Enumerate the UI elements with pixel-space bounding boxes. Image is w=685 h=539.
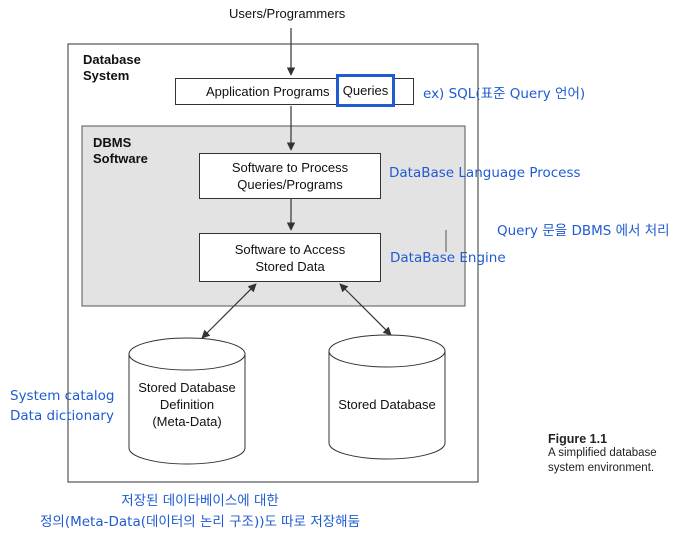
database-system-label: Database System xyxy=(83,52,141,83)
queries-highlight-box: Queries xyxy=(336,74,395,107)
catalog-note: System catalog Data dictionary xyxy=(10,388,115,424)
meta-note: 저장된 데이타베이스에 대한 정의(Meta-Data(데이터의 논리 구조))… xyxy=(40,493,360,530)
process-queries-box: Software to Process Queries/Programs xyxy=(199,153,381,199)
figure-caption: Figure 1.1 A simplified database system … xyxy=(548,432,657,474)
access-stored-data-box: Software to Access Stored Data xyxy=(199,233,381,282)
users-programmers-label: Users/Programmers xyxy=(229,6,346,21)
language-process-note: DataBase Language Process xyxy=(389,165,581,181)
meta-data-cylinder-label: Stored Database Definition (Meta-Data) xyxy=(138,380,236,429)
engine-note: DataBase Engine xyxy=(390,250,506,266)
arrow-access-to-meta xyxy=(201,283,257,339)
stored-database-cylinder-label: Stored Database xyxy=(338,397,436,412)
meta-data-cylinder xyxy=(128,337,246,465)
dbms-software-label: DBMS Software xyxy=(93,135,148,166)
stored-database-cylinder xyxy=(328,334,446,460)
query-dbms-note: Query 문을 DBMS 에서 처리 xyxy=(497,223,670,239)
sql-note: ex) SQL(표준 Query 언어) xyxy=(423,86,586,102)
arrow-access-to-db xyxy=(339,283,392,336)
